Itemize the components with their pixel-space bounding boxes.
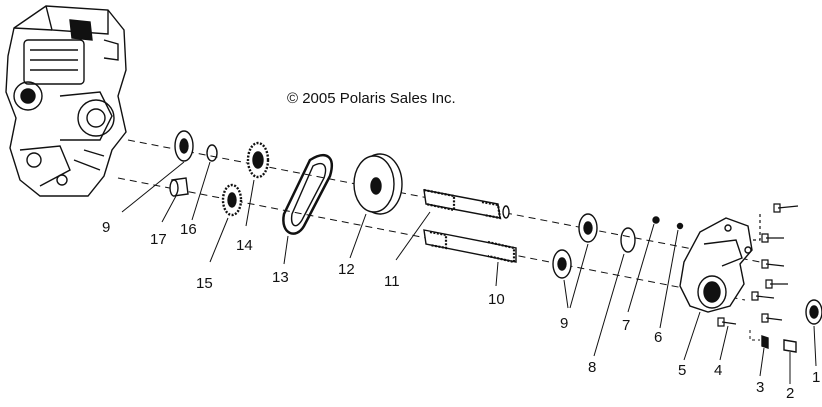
callout-5: 5 bbox=[678, 362, 687, 379]
callout-13: 13 bbox=[272, 269, 289, 286]
callout-9-left: 9 bbox=[102, 219, 111, 236]
sprocket-14 bbox=[246, 141, 270, 179]
callout-15: 15 bbox=[196, 275, 213, 292]
disc-12 bbox=[353, 153, 403, 215]
callout-2: 2 bbox=[786, 385, 795, 402]
callout-1: 1 bbox=[812, 369, 821, 386]
shaft-10 bbox=[423, 229, 517, 264]
bushing-17 bbox=[169, 177, 189, 197]
o-ring-3 bbox=[761, 335, 769, 349]
bearing-9-right-a bbox=[578, 213, 598, 243]
copyright-notice: © 2005 Polaris Sales Inc. bbox=[287, 90, 456, 107]
bearing-9-right-b bbox=[552, 249, 572, 279]
washer-7 bbox=[652, 216, 660, 224]
bearing-9-top bbox=[174, 130, 194, 162]
washer-6 bbox=[676, 222, 684, 230]
callout-8: 8 bbox=[588, 359, 597, 376]
callout-14: 14 bbox=[236, 237, 253, 254]
shaft-11 bbox=[423, 188, 510, 220]
callout-11: 11 bbox=[384, 273, 400, 290]
callout-12: 12 bbox=[338, 261, 355, 278]
sprocket-15 bbox=[221, 183, 243, 217]
gear-cover-5 bbox=[679, 217, 753, 313]
drain-plug-2 bbox=[783, 339, 797, 353]
cover-bolts bbox=[717, 203, 799, 327]
callout-10: 10 bbox=[488, 291, 505, 308]
seal-1 bbox=[805, 299, 822, 325]
callout-17: 17 bbox=[150, 231, 167, 248]
callout-6: 6 bbox=[654, 329, 663, 346]
callout-9-right: 9 bbox=[560, 315, 569, 332]
callout-3: 3 bbox=[756, 379, 765, 396]
callout-7: 7 bbox=[622, 317, 631, 334]
callout-16: 16 bbox=[180, 221, 197, 238]
chain-13 bbox=[282, 154, 333, 235]
o-ring-8 bbox=[620, 227, 636, 253]
transmission-housing bbox=[5, 5, 127, 197]
callout-4: 4 bbox=[714, 362, 723, 379]
snap-ring-16 bbox=[206, 144, 218, 162]
axis-lines bbox=[117, 139, 761, 301]
